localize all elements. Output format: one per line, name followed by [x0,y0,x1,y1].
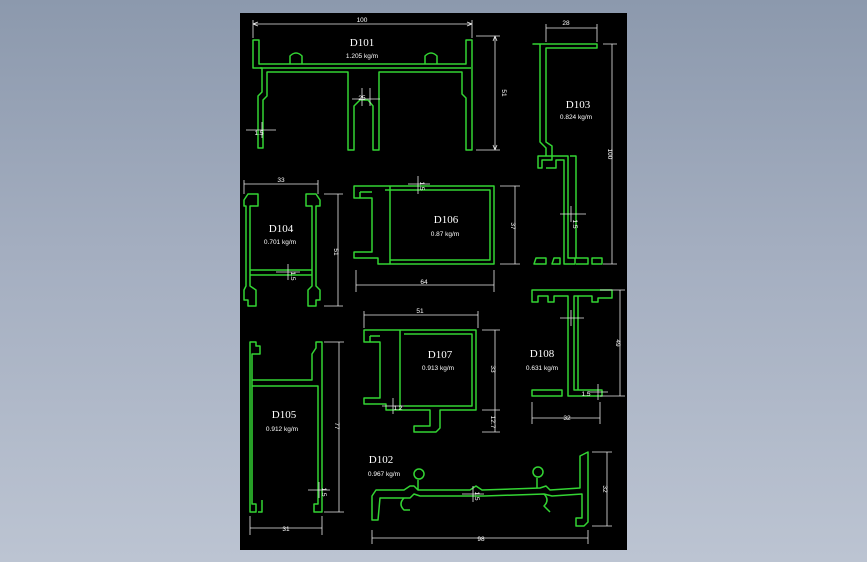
profile-d107: D107 0.913 kg/m 51 33 1.2 12.7 [363,308,500,433]
profile-d105-name: D105 [272,409,297,421]
profile-d101-dim-width: 100 [357,17,368,24]
profile-d102-outline [371,451,589,527]
profile-d107-dim-height: 33 [489,365,496,373]
profile-d101-dim-height: 51 [500,89,507,97]
profile-d102-dim-wall: 1.5 [473,491,480,500]
profile-d106: D106 0.87 kg/m 1.5 37 64 [353,176,520,292]
profile-d108-dim-width: 32 [563,415,571,422]
profile-d105-dim-wall: 1.5 [320,487,327,496]
profile-d108-name: D108 [530,348,555,360]
profile-d107-name: D107 [428,349,453,361]
profile-d102-weight: 0.967 kg/m [368,471,400,478]
profile-d104-dim-height: 51 [332,248,339,256]
profile-d102-name: D102 [369,454,393,466]
profile-d108: D108 0.631 kg/m 49 1.5 32 [526,289,625,424]
profile-d107-dim-lip: 12.7 [489,416,496,429]
profile-d103-weight: 0.824 kg/m [560,114,592,121]
profile-d103-outline [532,43,598,265]
profile-d105-dim-width: 31 [282,526,290,533]
profile-d107-dim-width: 51 [416,308,424,315]
profile-d104-weight: 0.701 kg/m [264,239,296,246]
profile-d103: D103 0.824 kg/m 28 100 1.5 [532,20,617,265]
profile-d101-outline [252,39,473,151]
profile-d103-dim-wall: 1.5 [571,219,578,228]
profile-d104-outline [243,193,321,307]
profile-d104: D104 0.701 kg/m 33 51 1.5 [243,177,343,307]
profile-d105-dim-height: 77 [333,422,340,430]
profile-d106-dim-wall: 1.5 [418,181,425,190]
profile-d101-dim-slot: 25 [358,95,366,102]
profile-d106-dim-width: 64 [420,279,428,286]
profile-d106-name: D106 [434,214,459,226]
profile-d104-name: D104 [269,223,294,235]
profile-d105-weight: 0.912 kg/m [266,426,298,433]
profile-d105: D105 0.912 kg/m 77 1.5 31 [249,341,344,535]
profile-d103-dim-height: 100 [606,149,613,160]
profile-d102: D102 0.967 kg/m 1.5 32 98 [368,451,612,544]
drawing-sheet [240,13,627,550]
profile-d104-dim-wall: 1.5 [289,271,296,280]
profile-d103-name: D103 [566,99,591,111]
profile-d101-dim-wall: 1.5 [254,130,263,137]
profile-d106-weight: 0.87 kg/m [431,231,460,238]
profile-d108-weight: 0.631 kg/m [526,365,558,372]
profile-d107-dim-wall: 1.2 [393,405,402,412]
profile-d101: D101 1.205 kg/m 100 51 25 1.5 [246,17,507,151]
profile-d104-dim-width: 33 [277,177,285,184]
profile-d102-dim-width: 98 [477,536,485,543]
profile-d105-outline [249,341,323,513]
profile-d101-name: D101 [350,37,374,49]
profile-d107-weight: 0.913 kg/m [422,365,454,372]
profile-d106-dim-height: 37 [509,222,516,230]
profile-d101-weight: 1.205 kg/m [346,53,378,60]
profile-d102-dim-height: 32 [601,485,608,493]
profile-d108-outline [531,289,613,397]
profile-d103-dim-width: 28 [562,20,570,27]
profile-d107-outline [363,329,477,433]
profile-d106-outline [353,185,495,265]
profile-d108-dim-wall: 1.5 [581,391,590,398]
profile-d108-dim-height: 49 [614,339,621,347]
